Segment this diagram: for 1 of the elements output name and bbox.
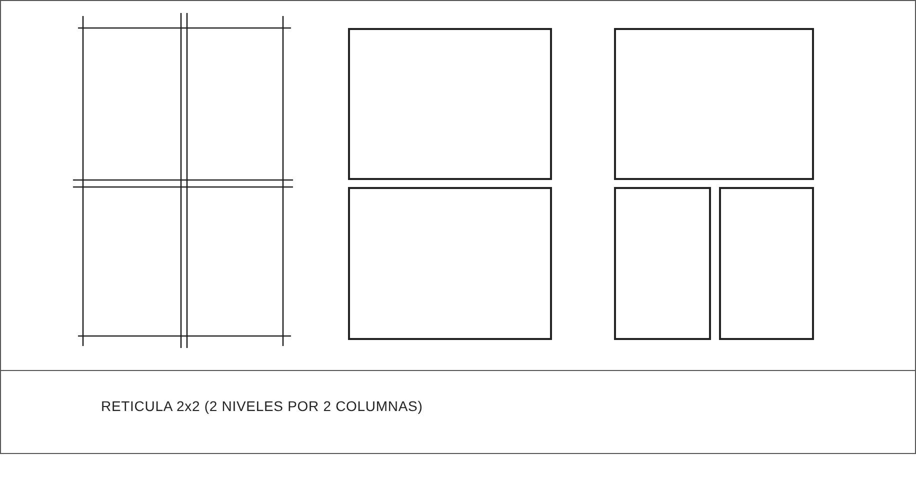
caption: RETICULA 2x2 (2 NIVELES POR 2 COLUMNAS) (101, 397, 423, 416)
